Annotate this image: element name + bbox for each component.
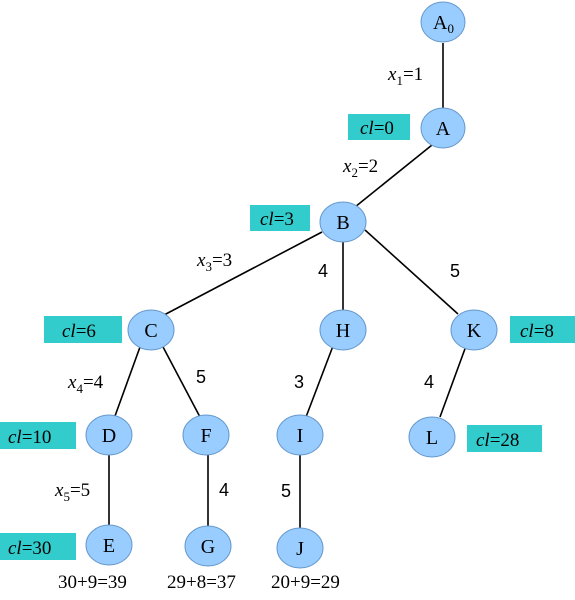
edge-label-c-d: x4=4 bbox=[67, 372, 104, 396]
node-e: E bbox=[85, 524, 133, 566]
edge-label-c-f: 5 bbox=[196, 367, 206, 387]
edges bbox=[108, 43, 467, 530]
node-g: G bbox=[184, 525, 232, 567]
svg-text:G: G bbox=[201, 536, 215, 558]
svg-text:A0: A0 bbox=[433, 12, 454, 36]
nodes: A0 A B C H K D F bbox=[85, 1, 498, 569]
cl-box-k: cl=8 bbox=[510, 316, 575, 343]
edge-b-c bbox=[163, 231, 323, 316]
svg-text:cl=30: cl=30 bbox=[8, 538, 51, 559]
svg-text:D: D bbox=[102, 425, 116, 447]
svg-text:B: B bbox=[336, 212, 349, 234]
node-h: H bbox=[319, 309, 367, 351]
cost-label-j: 20+9=29 bbox=[271, 572, 340, 593]
edge-label-i-j: 5 bbox=[281, 481, 291, 501]
cl-box-a: cl=0 bbox=[348, 114, 410, 140]
edge-label-f-g: 4 bbox=[219, 480, 229, 500]
cl-box-e: cl=30 bbox=[0, 533, 76, 560]
edge-b-k bbox=[364, 229, 459, 315]
edge-label-a-b: x2=2 bbox=[342, 156, 378, 180]
node-f: F bbox=[182, 414, 230, 456]
svg-text:E: E bbox=[103, 535, 115, 557]
node-a: A bbox=[420, 107, 466, 149]
edge-label-k-l: 4 bbox=[424, 372, 434, 392]
node-a0: A0 bbox=[420, 1, 466, 43]
node-k: K bbox=[450, 309, 498, 351]
edge-label-d-e: x5=5 bbox=[54, 480, 90, 504]
svg-text:F: F bbox=[200, 425, 211, 447]
svg-text:K: K bbox=[467, 320, 482, 342]
svg-text:cl=3: cl=3 bbox=[260, 209, 294, 230]
svg-text:cl=0: cl=0 bbox=[360, 118, 394, 139]
svg-text:cl=6: cl=6 bbox=[62, 321, 96, 342]
edge-c-d bbox=[114, 346, 141, 417]
svg-text:I: I bbox=[297, 425, 304, 447]
edge-k-l bbox=[439, 345, 467, 418]
cl-box-d: cl=10 bbox=[0, 422, 76, 449]
svg-text:H: H bbox=[336, 320, 350, 342]
svg-text:cl=28: cl=28 bbox=[476, 430, 519, 451]
node-d: D bbox=[85, 414, 133, 456]
edge-h-i bbox=[305, 345, 334, 418]
svg-text:L: L bbox=[426, 427, 438, 449]
cl-boxes: cl=0 cl=3 cl=6 cl=8 cl=10 cl=28 cl=30 bbox=[0, 114, 575, 560]
node-l: L bbox=[408, 416, 456, 458]
cl-box-c: cl=6 bbox=[44, 316, 122, 343]
svg-text:cl=8: cl=8 bbox=[520, 321, 554, 342]
edge-label-b-c: x3=3 bbox=[196, 250, 232, 274]
svg-text:J: J bbox=[296, 538, 304, 560]
cost-label-e: 30+9=39 bbox=[58, 572, 127, 593]
cl-box-b: cl=3 bbox=[250, 205, 310, 231]
cost-label-g: 29+8=37 bbox=[167, 572, 236, 593]
edge-label-h-i: 3 bbox=[294, 372, 304, 392]
svg-text:A: A bbox=[436, 118, 451, 140]
edge-label-b-h: 4 bbox=[318, 261, 328, 281]
edge-a-b bbox=[354, 144, 433, 208]
node-j: J bbox=[276, 527, 324, 569]
cost-labels: 30+9=39 29+8=37 20+9=29 bbox=[58, 572, 340, 593]
edge-label-a0-a: x1=1 bbox=[387, 64, 423, 88]
edge-labels: x1=1 x2=2 x3=3 4 5 x4=4 5 3 4 x5=5 4 5 bbox=[54, 64, 460, 504]
edge-label-b-k: 5 bbox=[450, 261, 460, 281]
edge-c-f bbox=[161, 344, 201, 418]
node-b: B bbox=[319, 201, 367, 243]
svg-text:cl=10: cl=10 bbox=[8, 427, 51, 448]
node-i: I bbox=[276, 414, 324, 456]
node-c: C bbox=[127, 309, 175, 351]
svg-text:C: C bbox=[144, 320, 157, 342]
cl-box-l: cl=28 bbox=[467, 425, 542, 452]
